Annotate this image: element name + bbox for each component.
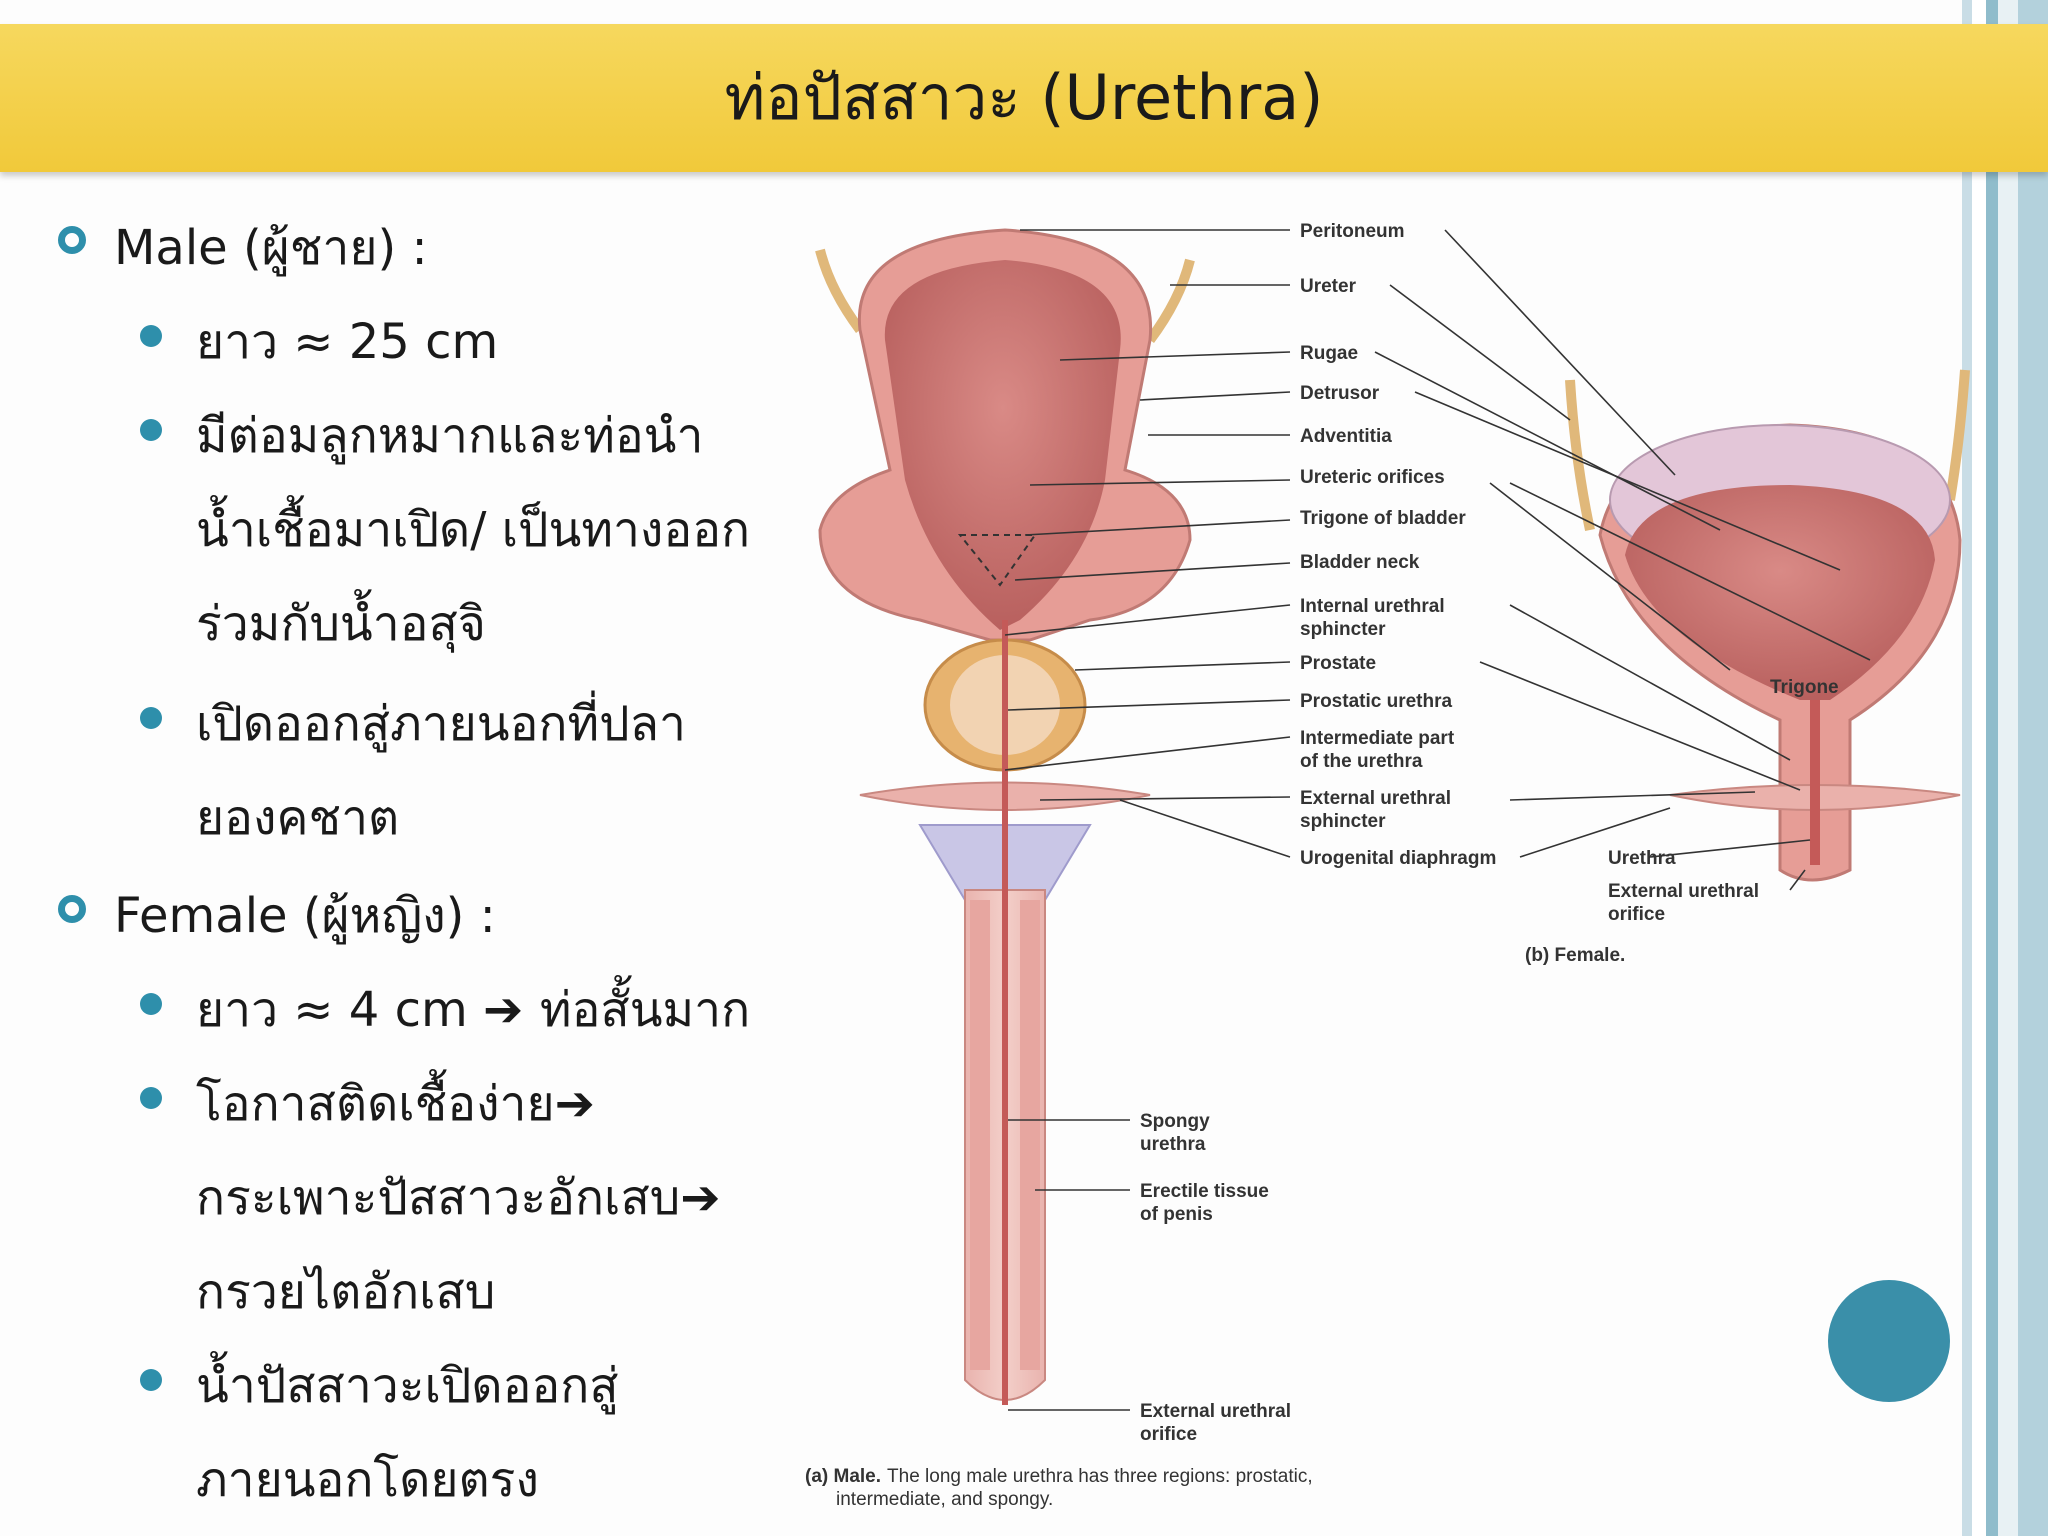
female-point-continued: ภายนอกโดยตรง — [196, 1452, 539, 1508]
male-leader-lines — [1004, 229, 1291, 1411]
label-intermediate-part: Intermediate part — [1300, 728, 1455, 749]
female-bladder-lumen — [1625, 485, 1935, 700]
label-ureteric-orifices: Ureteric orifices — [1300, 467, 1445, 488]
female-point-text: กระเพาะปัสสาวะอักเสบ — [196, 1170, 681, 1226]
bullet-ring-icon — [58, 895, 86, 923]
label-urogenital-diaphragm: Urogenital diaphragm — [1300, 848, 1496, 869]
title-bar: ท่อปัสสาวะ (Urethra) — [0, 24, 2048, 172]
label-trigone: Trigone — [1770, 677, 1839, 698]
male-point: มีต่อมลูกหมากและท่อนำ — [196, 408, 704, 464]
male-point: ยาว ≈ 25 cm — [196, 314, 499, 370]
label-external-orifice-2: orifice — [1140, 1424, 1197, 1445]
bullet-dot-icon — [140, 993, 162, 1015]
male-urethra — [1002, 620, 1008, 1405]
female-point: น้ำปัสสาวะเปิดออกสู่ — [196, 1358, 619, 1414]
male-point-continued: ร่วมกับน้ำอสุจิ — [196, 596, 486, 652]
label-female-external-orifice: External urethral — [1608, 881, 1759, 902]
label-erectile-tissue-2: of penis — [1140, 1204, 1213, 1225]
anatomy-illustration: Peritoneum Ureter Rugae Detrusor Adventi… — [805, 221, 1970, 1510]
male-caption-line-2: intermediate, and spongy. — [836, 1489, 1053, 1510]
male-point-continued: ยองคชาต — [196, 790, 400, 846]
erectile-tissue-left — [970, 900, 990, 1370]
label-external-sphincter-2: sphincter — [1300, 811, 1386, 832]
decorative-stripe — [2018, 0, 2048, 1536]
bullet-dot-icon — [140, 419, 162, 441]
bullet-dot-icon — [140, 1369, 162, 1391]
label-ureter: Ureter — [1300, 276, 1357, 297]
label-peritoneum: Peritoneum — [1300, 221, 1405, 242]
male-ureter-left — [815, 248, 865, 333]
decorative-stripe — [1972, 0, 1986, 1536]
label-female-urethra: Urethra — [1608, 848, 1676, 869]
label-trigone-of-bladder: Trigone of bladder — [1300, 508, 1466, 529]
trigone-outline — [957, 534, 1037, 587]
male-point-continued: น้ำเชื้อมาเปิด/ เป็นทางออก — [196, 502, 751, 558]
male-bladder-lumen — [884, 260, 1121, 630]
label-internal-sphincter: Internal urethral — [1300, 596, 1445, 617]
label-intermediate-part-2: of the urethra — [1300, 751, 1423, 772]
female-caption: (b) Female. — [1525, 945, 1625, 966]
male-caption: (a) Male. The long male urethra has three… — [805, 1466, 1313, 1487]
decorative-stripe — [1986, 0, 1998, 1536]
label-spongy-urethra-2: urethra — [1140, 1134, 1206, 1155]
label-detrusor: Detrusor — [1300, 383, 1380, 404]
female-ureter-right — [1945, 369, 1970, 501]
label-adventitia: Adventitia — [1300, 426, 1392, 447]
arrow-right-icon: ➔ — [482, 982, 540, 1038]
label-female-external-orifice-2: orifice — [1608, 904, 1665, 925]
female-leader-lines — [1374, 229, 1871, 891]
bullet-dot-icon — [140, 1087, 162, 1109]
decorative-stripe — [1962, 0, 1972, 1536]
label-bladder-neck: Bladder neck — [1300, 552, 1420, 573]
female-point-text: ท่อสั้นมาก — [539, 982, 751, 1038]
decorative-circle — [1828, 1280, 1950, 1402]
label-prostatic-urethra: Prostatic urethra — [1300, 691, 1452, 712]
bullet-dot-icon — [140, 707, 162, 729]
male-caption-text: The long male urethra has three regions:… — [887, 1466, 1313, 1487]
female-point: โอกาสติดเชื้อง่าย➔ — [196, 1066, 595, 1142]
arrow-right-icon: ➔ — [680, 1170, 721, 1226]
decorative-stripe — [1998, 0, 2018, 1536]
female-point-continued: กรวยไตอักเสบ — [196, 1264, 496, 1320]
arrow-right-icon: ➔ — [554, 1076, 595, 1132]
female-heading: Female (ผู้หญิง) : — [114, 888, 496, 944]
label-erectile-tissue: Erectile tissue — [1140, 1181, 1269, 1202]
bullet-dot-icon — [140, 325, 162, 347]
male-heading: Male (ผู้ชาย) : — [114, 220, 428, 276]
female-point-text: โอกาสติดเชื้อง่าย — [196, 1076, 555, 1132]
bullet-ring-icon — [58, 226, 86, 254]
label-external-orifice: External urethral — [1140, 1401, 1291, 1422]
erectile-tissue-right — [1020, 900, 1040, 1370]
male-ureter-right — [1145, 258, 1195, 343]
male-point: เปิดออกสู่ภายนอกที่ปลา — [196, 696, 686, 752]
slide-title: ท่อปัสสาวะ (Urethra) — [724, 61, 1324, 134]
label-prostate: Prostate — [1300, 653, 1376, 674]
label-internal-sphincter-2: sphincter — [1300, 619, 1386, 640]
female-point: ยาว ≈ 4 cm ➔ ท่อสั้นมาก — [196, 972, 750, 1048]
label-spongy-urethra: Spongy — [1140, 1111, 1210, 1132]
female-ureter-left — [1565, 379, 1595, 532]
label-external-sphincter: External urethral — [1300, 788, 1451, 809]
female-point-continued: กระเพาะปัสสาวะอักเสบ➔ — [196, 1160, 720, 1236]
female-urethra — [1810, 700, 1820, 865]
label-rugae: Rugae — [1300, 343, 1358, 364]
urinary-anatomy-diagram: Peritoneum Ureter Rugae Detrusor Adventi… — [790, 200, 2048, 1536]
female-point-text: ยาว ≈ 4 cm — [196, 982, 468, 1038]
male-caption-bold: (a) Male. — [805, 1466, 881, 1487]
